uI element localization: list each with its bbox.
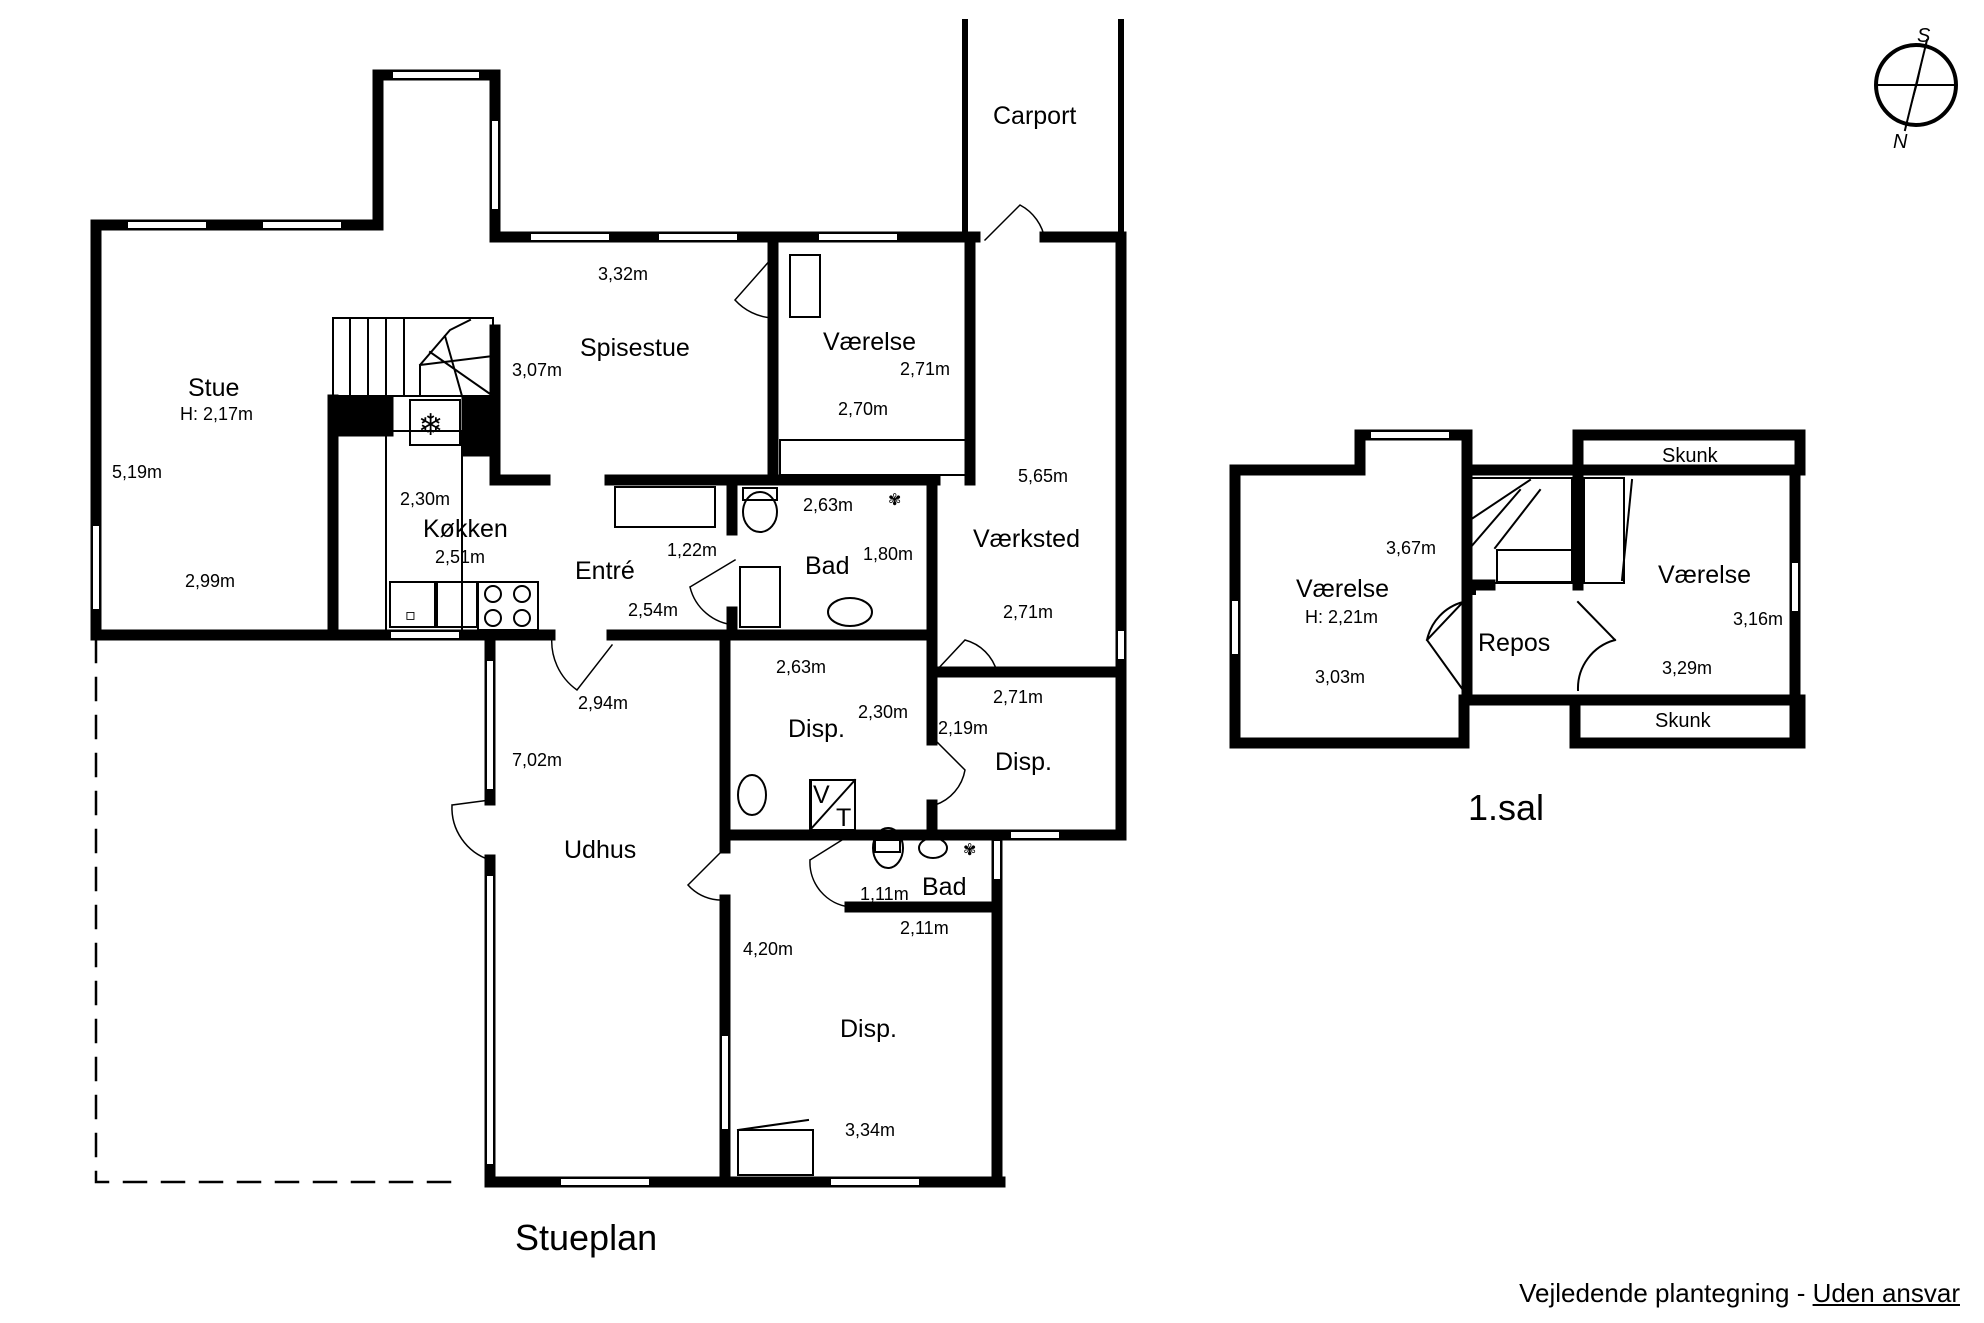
dim-koekken-a: 2,30m xyxy=(400,489,450,509)
dim-disp2-b: 2,19m xyxy=(938,718,988,738)
compass-north-label: N xyxy=(1893,131,1908,153)
compass xyxy=(1874,38,1958,132)
dim-stue-b: 2,99m xyxy=(185,571,235,591)
dim-vaerelse-left-b: 3,03m xyxy=(1315,667,1365,687)
dim-disp3-b: 3,34m xyxy=(845,1120,895,1140)
dim-spisestue-b: 3,07m xyxy=(512,360,562,380)
room-name-vaerksted: Værksted xyxy=(973,525,1080,553)
stairs-ground xyxy=(332,317,495,398)
dim-vaerksted-a: 5,65m xyxy=(1018,466,1068,486)
ground-floor-windows xyxy=(91,70,1126,1187)
room-name-vaerelse: Værelse xyxy=(823,328,916,356)
room-name-skunk-top: Skunk xyxy=(1662,445,1719,467)
disclaimer-text: Vejledende plantegning - xyxy=(1519,1278,1813,1308)
dim-udhus-b: 7,02m xyxy=(512,750,562,770)
kitchen-fixtures xyxy=(332,395,539,632)
room-name-carport: Carport xyxy=(993,102,1076,130)
shower-icon: ✾ xyxy=(888,490,901,509)
dim-vaerksted-b: 2,71m xyxy=(1003,602,1053,622)
dim-disp1-a: 2,63m xyxy=(776,657,826,677)
terrace-outline xyxy=(94,638,467,1184)
freezer-icon: ❄ xyxy=(418,408,443,443)
dim-stue-a: 5,19m xyxy=(112,462,162,482)
room-name-vaerelse-right: Værelse xyxy=(1658,561,1751,589)
room-name-koekken: Køkken xyxy=(423,515,508,543)
dim-vaerelse-b: 2,70m xyxy=(838,399,888,419)
room-name-udhus: Udhus xyxy=(564,836,636,864)
disclaimer-link[interactable]: Uden ansvar xyxy=(1812,1278,1960,1308)
room-height-stue: H: 2,17m xyxy=(180,404,253,424)
dim-entre-a: 1,22m xyxy=(667,540,717,560)
first-floor-fixtures xyxy=(1425,477,1634,694)
room-name-bad1: Bad xyxy=(805,552,849,580)
room-name-vaerelse-left: Værelse xyxy=(1296,575,1389,603)
dim-bad1-b: 1,80m xyxy=(863,544,913,564)
first-floor-windows xyxy=(1230,430,1800,656)
room-name-entre: Entré xyxy=(575,557,635,585)
vt-label-v: V xyxy=(813,781,830,809)
sink-icon: ▫ xyxy=(405,605,416,624)
dim-bad1-a: 2,63m xyxy=(803,495,853,515)
room-name-spisestue: Spisestue xyxy=(580,334,690,362)
ground-floor-walls xyxy=(90,19,1127,1188)
dim-vaerelse-right-b: 3,29m xyxy=(1662,658,1712,678)
room-name-skunk-bottom: Skunk xyxy=(1655,710,1712,732)
dim-disp1-b: 2,30m xyxy=(858,702,908,722)
room-height-vaerelse-left: H: 2,21m xyxy=(1305,607,1378,627)
dim-vaerelse-left-a: 3,67m xyxy=(1386,538,1436,558)
dim-vaerelse-a: 2,71m xyxy=(900,359,950,379)
vt-label-t: T xyxy=(836,804,851,832)
dim-vaerelse-right-a: 3,16m xyxy=(1733,609,1783,629)
room-name-disp2: Disp. xyxy=(995,748,1052,776)
room-name-stue: Stue xyxy=(188,374,239,402)
room-name-disp3: Disp. xyxy=(840,1015,897,1043)
room-name-bad2: Bad xyxy=(922,873,966,901)
dim-koekken-b: 2,51m xyxy=(435,547,485,567)
dim-spisestue-a: 3,32m xyxy=(598,264,648,284)
dim-bad2-a: 1,11m xyxy=(860,884,909,904)
shower-icon-2: ✾ xyxy=(963,840,976,859)
dim-disp2-a: 2,71m xyxy=(993,687,1043,707)
dim-bad2-b: 2,11m xyxy=(900,918,949,938)
dim-udhus-a: 2,94m xyxy=(578,693,628,713)
compass-south-label: S xyxy=(1917,25,1931,47)
disclaimer: Vejledende plantegning - Uden ansvar xyxy=(1519,1278,1960,1309)
ground-floor-title: Stueplan xyxy=(515,1217,657,1258)
dim-disp3-a: 4,20m xyxy=(743,939,793,959)
first-floor-title: 1.sal xyxy=(1468,787,1544,828)
dim-entre-b: 2,54m xyxy=(628,600,678,620)
ground-floor-doors xyxy=(451,204,1046,908)
room-name-disp1: Disp. xyxy=(788,715,845,743)
room-name-repos: Repos xyxy=(1478,629,1550,657)
vt-unit: V T xyxy=(810,779,856,832)
